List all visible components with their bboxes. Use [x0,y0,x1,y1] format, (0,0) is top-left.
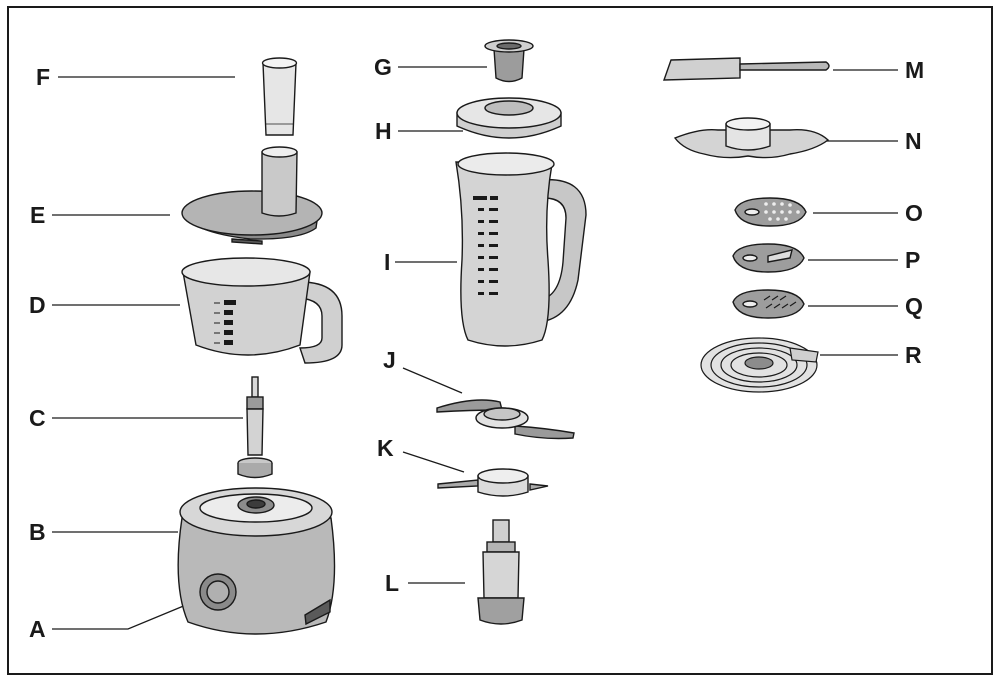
leader-J [402,367,463,394]
label-o: O [905,200,923,226]
label-q: Q [905,293,923,319]
label-d: D [29,292,46,318]
leader-K [402,451,465,473]
shredding-disc-part-o [734,197,807,227]
bowl-part-d [181,257,343,364]
label-l: L [385,570,400,596]
measuring-cap-part-g [484,39,534,83]
label-a: A [29,616,46,642]
spindle-part-l [477,519,525,625]
label-b: B [29,519,46,545]
blender-blade-part-j [436,399,575,440]
slicing-disc-part-p [732,243,805,273]
drive-shaft-part-c [237,376,273,479]
motor-base-part-b [177,487,336,635]
leader-lines [52,66,898,630]
label-j: J [383,347,396,373]
grating-disc-part-q [732,289,805,319]
label-h: H [375,118,392,144]
pusher-part-f [261,57,298,136]
chopping-blade-part-k [437,468,549,497]
bowl-measure-scale [214,302,220,344]
label-i: I [384,249,391,275]
jug-measure-scale [473,196,498,295]
jug-lid-part-h [456,97,562,139]
spatula-part-m [663,57,830,81]
label-n: N [905,128,922,154]
label-f: F [36,64,51,90]
lid-part-e [181,146,323,245]
label-p: P [905,247,921,273]
label-c: C [29,405,46,431]
emulsifying-disc-part-r [700,337,819,393]
dough-blade-part-n [673,117,830,159]
frame-border [7,6,993,675]
leader-A [52,599,199,630]
label-m: M [905,57,925,83]
label-e: E [30,202,46,228]
blender-jug-part-i [455,152,587,347]
label-g: G [374,54,392,80]
label-k: K [377,435,394,461]
label-r: R [905,342,922,368]
